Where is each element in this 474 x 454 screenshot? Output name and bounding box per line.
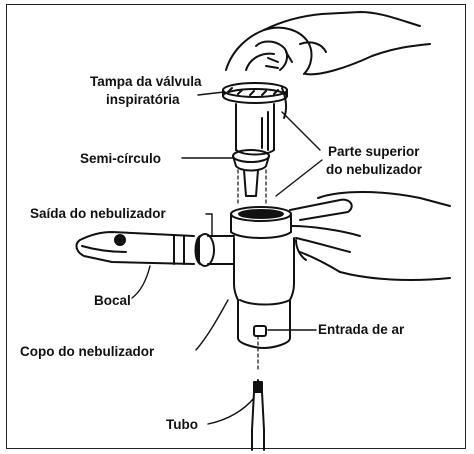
label-tubo: Tubo (166, 417, 198, 433)
label-tampa-line2: inspiratória (106, 92, 180, 108)
mouthpiece (77, 232, 194, 264)
nebulizer-outlet (196, 234, 235, 266)
label-parte-line2: do nebulizador (326, 162, 422, 178)
guide-lines (238, 170, 266, 372)
label-tampa-line1: Tampa da válvula (90, 74, 202, 90)
valve-cap (223, 83, 287, 155)
nebulizer-cup (234, 238, 294, 348)
right-hand (290, 192, 450, 280)
tube (252, 380, 264, 450)
label-saida: Saída do nebulizador (30, 206, 166, 222)
nebulizer-top (231, 207, 291, 238)
label-bocal: Bocal (94, 293, 131, 309)
label-entrada: Entrada de ar (318, 322, 404, 338)
label-semi-circulo: Semi-círculo (80, 151, 161, 167)
label-parte-line1: Parte superior (328, 144, 420, 160)
label-copo: Copo do nebulizador (20, 344, 154, 360)
